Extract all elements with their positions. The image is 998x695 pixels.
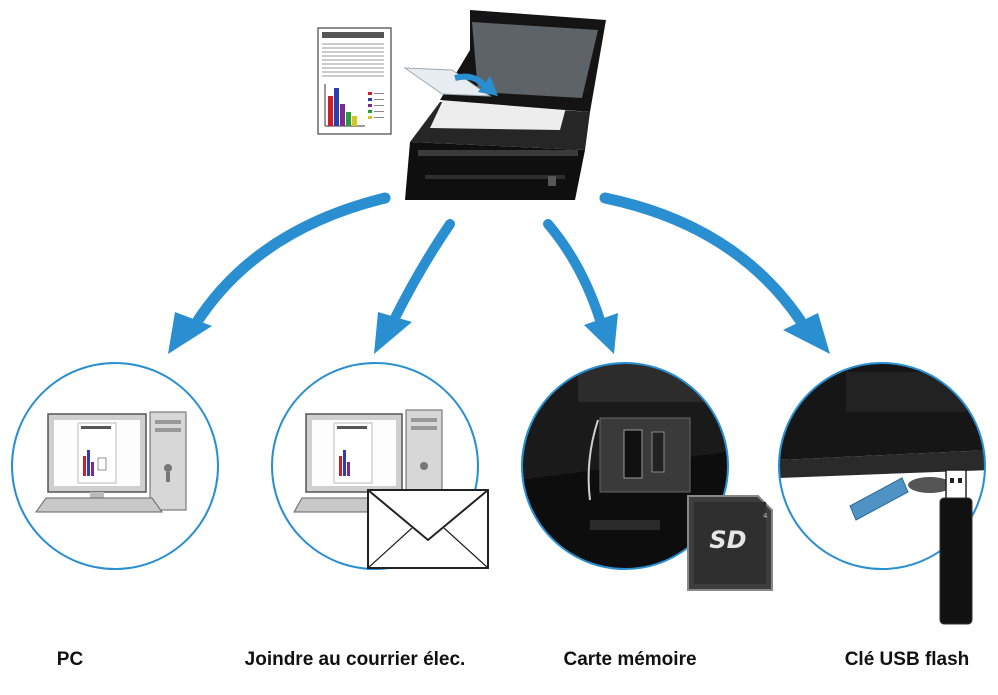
arrow-to-memory-card <box>543 219 618 354</box>
computer-envelope-icon <box>293 409 489 569</box>
usb-destination <box>778 362 986 625</box>
computer-icon <box>35 411 187 513</box>
arrow-to-email <box>374 219 455 354</box>
email-destination <box>271 362 489 570</box>
usb-drive-icon <box>939 469 973 625</box>
memory-card-destination: SD 4 <box>521 362 773 591</box>
pc-destination <box>11 362 219 570</box>
svg-text:SD: SD <box>709 526 746 554</box>
label-usb-flash: Clé USB flash <box>844 649 970 670</box>
sd-card-icon: SD 4 <box>687 495 773 591</box>
label-pc: PC <box>56 649 84 670</box>
arrow-to-pc <box>168 192 391 354</box>
svg-text:4: 4 <box>763 512 768 520</box>
label-memory-card: Carte mémoire <box>563 649 697 670</box>
document-icon <box>317 27 392 135</box>
label-email-attachment: Joindre au courrier élec. <box>244 649 466 670</box>
arrow-to-usb <box>599 192 830 354</box>
scanner-icon <box>403 10 606 200</box>
